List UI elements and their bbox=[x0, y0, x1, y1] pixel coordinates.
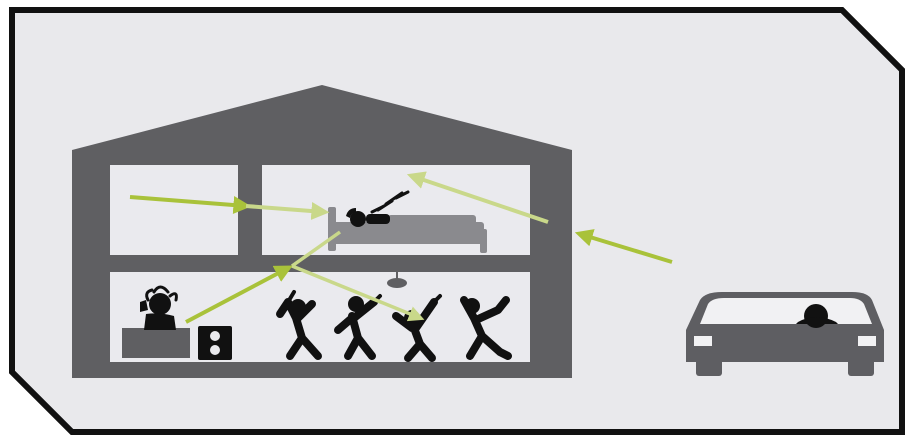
upstairs-left-room bbox=[110, 165, 238, 255]
car-windshield bbox=[700, 298, 872, 324]
dj-booth-icon bbox=[122, 328, 190, 358]
speaker-icon bbox=[198, 326, 232, 360]
